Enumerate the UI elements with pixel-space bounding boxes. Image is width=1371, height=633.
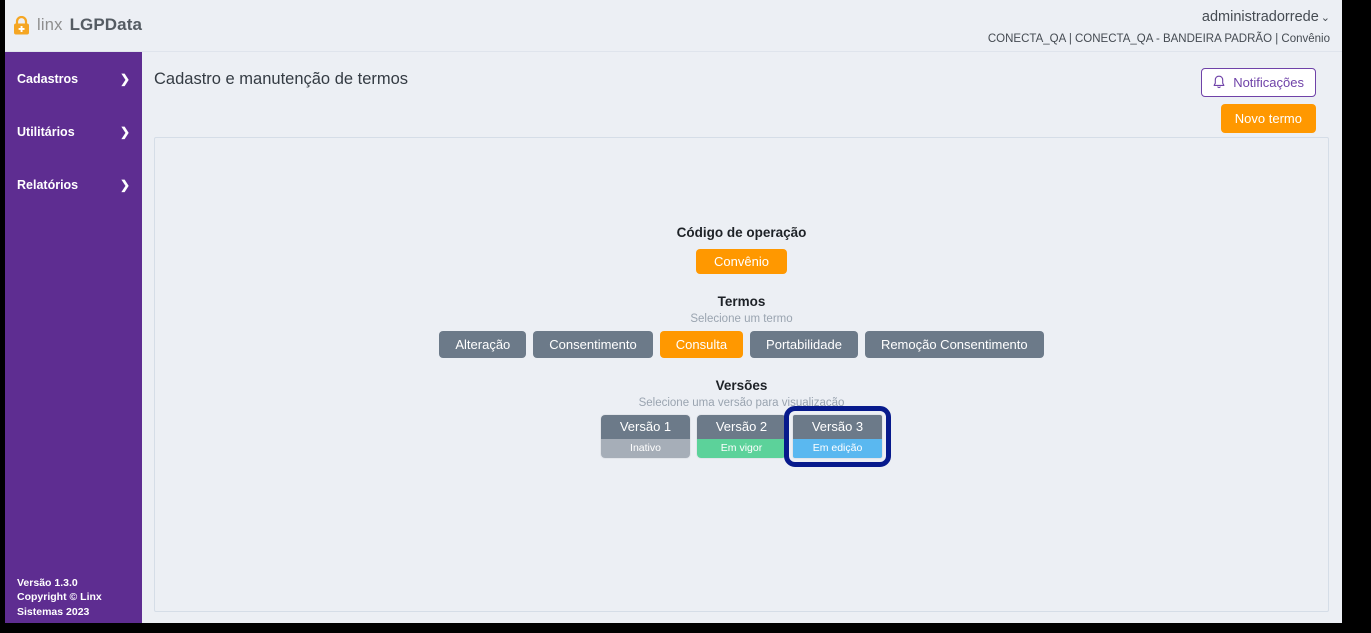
app-window: linx LGPData administradorrede⌄ CONECTA_… xyxy=(5,0,1342,623)
page-title: Cadastro e manutenção de termos xyxy=(154,70,409,88)
main-area: Cadastro e manutenção de termos Notifica… xyxy=(142,52,1342,623)
version-card-1[interactable]: Versão 1 Inativo xyxy=(601,415,690,458)
operation-section: Código de operação Convênio xyxy=(676,225,807,274)
sidebar-gap xyxy=(5,151,142,166)
page-actions: Notificações Novo termo xyxy=(1201,68,1316,133)
user-context-label: CONECTA_QA | CONECTA_QA - BANDEIRA PADRÃ… xyxy=(987,33,1330,45)
sidebar-item-relatorios[interactable]: Relatórios ❯ xyxy=(5,166,142,204)
status-badge: Inativo xyxy=(601,439,690,458)
version-card-title: Versão 2 xyxy=(697,415,786,439)
term-button-remocao-consentimento[interactable]: Remoção Consentimento xyxy=(864,331,1044,358)
top-header: linx LGPData administradorrede⌄ CONECTA_… xyxy=(5,0,1342,52)
sidebar-footer: Versão 1.3.0 Copyright © Linx Sistemas 2… xyxy=(17,576,127,620)
terms-subtitle: Selecione um termo xyxy=(690,313,793,325)
sidebar-gap xyxy=(5,98,142,113)
sidebar-item-utilitarios[interactable]: Utilitários ❯ xyxy=(5,113,142,151)
chevron-right-icon: ❯ xyxy=(119,178,130,192)
versions-section: Versões Selecione uma versão para visual… xyxy=(601,378,891,467)
version-card-title: Versão 3 xyxy=(793,415,882,439)
brand-product-text: LGPData xyxy=(69,15,143,34)
status-badge: Em vigor xyxy=(697,439,786,458)
terms-section: Termos Selecione um termo Alteração Cons… xyxy=(439,294,1044,358)
sidebar-item-label: Utilitários xyxy=(17,125,75,139)
sidebar-item-label: Relatórios xyxy=(17,178,79,192)
new-term-button[interactable]: Novo termo xyxy=(1220,104,1316,133)
sidebar-item-label: Cadastros xyxy=(17,72,79,86)
version-card-3[interactable]: Versão 3 Em edição xyxy=(784,406,891,467)
notifications-label: Notificações xyxy=(1233,75,1304,90)
status-badge: Em edição xyxy=(793,439,882,458)
app-version-label: Versão 1.3.0 xyxy=(17,576,78,589)
copyright-label: Copyright © Linx xyxy=(17,591,102,603)
padlock-icon xyxy=(14,15,29,34)
version-card-2[interactable]: Versão 2 Em vigor xyxy=(697,415,786,458)
sidebar: Cadastros ❯ Utilitários ❯ Relatórios ❯ V… xyxy=(5,52,142,623)
term-button-consentimento[interactable]: Consentimento xyxy=(533,331,653,358)
versions-card-row: Versão 1 Inativo Versão 2 Em vigor Versã… xyxy=(601,406,891,467)
operation-title: Código de operação xyxy=(676,225,807,240)
terms-title: Termos xyxy=(717,294,766,309)
chevron-right-icon: ❯ xyxy=(119,72,130,86)
terms-button-row: Alteração Consentimento Consulta Portabi… xyxy=(439,331,1044,358)
operation-selected-button[interactable]: Convênio xyxy=(696,249,787,274)
term-button-alteracao[interactable]: Alteração xyxy=(439,331,527,358)
term-button-consulta[interactable]: Consulta xyxy=(659,331,744,358)
sidebar-item-cadastros[interactable]: Cadastros ❯ xyxy=(5,60,142,98)
brand-linx-text: linx xyxy=(37,15,63,34)
term-button-portabilidade[interactable]: Portabilidade xyxy=(750,331,858,358)
versions-title: Versões xyxy=(715,378,768,393)
user-menu[interactable]: administradorrede⌄ xyxy=(988,8,1330,27)
version-card-title: Versão 1 xyxy=(601,415,690,439)
versions-subtitle: Selecione uma versão para visualização xyxy=(638,397,845,409)
user-name-label: administradorrede xyxy=(1201,9,1319,25)
app-logo[interactable]: linx LGPData xyxy=(13,15,142,35)
copyright-label-2: Sistemas 2023 xyxy=(17,605,90,618)
notifications-button[interactable]: Notificações xyxy=(1201,68,1316,97)
user-menu-area: administradorrede⌄ CONECTA_QA | CONECTA_… xyxy=(988,8,1330,48)
content-panel: Código de operação Convênio Termos Selec… xyxy=(154,137,1329,612)
chevron-right-icon: ❯ xyxy=(119,125,130,139)
sidebar-nav: Cadastros ❯ Utilitários ❯ Relatórios ❯ xyxy=(5,52,142,204)
bell-icon xyxy=(1213,75,1225,89)
chevron-down-icon: ⌄ xyxy=(1320,12,1330,24)
